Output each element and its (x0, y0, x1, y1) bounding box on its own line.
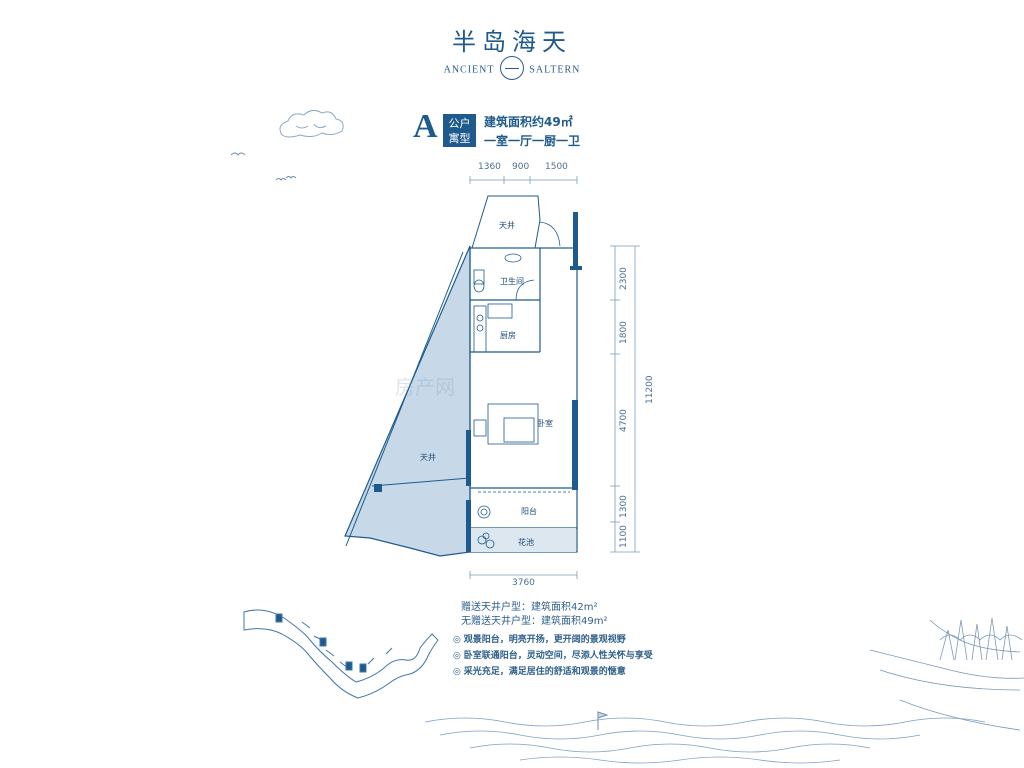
room-bedroom: 卧室 (537, 419, 553, 428)
dim-right-5: 1100 (619, 525, 629, 548)
dim-total-height: 11200 (645, 375, 655, 404)
feature-item: 观景阳台，明亮开扬，更开阔的景观视野 (453, 632, 626, 645)
door-swing (539, 221, 561, 247)
right-dimension-line (610, 245, 640, 553)
room-skywell-side: 天井 (420, 453, 436, 462)
skywell-edge-inner (371, 477, 471, 487)
unit-type-line2: 寓型 (448, 132, 471, 145)
coast-trees-illustration (869, 617, 1024, 731)
unit-type-badge: 公户 寓型 (443, 114, 476, 147)
dim-top-1: 1360 (478, 162, 501, 172)
dim-right-4: 1300 (619, 495, 629, 518)
unit-area: 建筑面积约49㎡ (484, 115, 573, 129)
dim-bottom: 3760 (512, 578, 535, 588)
note-with-skywell: 赠送天井户型：建筑面积42m² (461, 602, 598, 613)
door-swing-bath (515, 279, 535, 301)
unit-layout: 一室一厅一厨一卫 (484, 134, 581, 148)
brand-subtitle-left: ANCIENT (443, 64, 495, 76)
note-without-skywell: 无赠送天井户型：建筑面积49m² (461, 616, 608, 627)
thick-walls (466, 212, 582, 552)
site-map-illustration (243, 609, 439, 699)
column (374, 484, 382, 492)
bottom-dimension-line (469, 571, 578, 579)
dim-right-1: 2300 (619, 267, 629, 290)
dim-right-3: 4700 (619, 409, 629, 432)
top-dimension-line (469, 176, 578, 184)
feature-item: 卧室联通阳台，灵动空间，尽添人性关怀与享受 (453, 648, 653, 661)
brand-title: 半岛海天 (452, 28, 572, 56)
sea-waves (424, 717, 986, 764)
salt-wave-icon (499, 56, 524, 80)
cloud-illustration (279, 109, 344, 138)
room-skywell-top: 天井 (499, 221, 515, 230)
planter-plants (477, 532, 495, 549)
unit-letter: A (413, 108, 438, 145)
room-bathroom: 卫生间 (500, 277, 524, 286)
room-balcony: 阳台 (521, 507, 537, 516)
skywell-side-area (344, 245, 471, 557)
room-planter: 花池 (518, 538, 534, 547)
unit-type-line1: 公户 (448, 117, 471, 130)
feature-item: 采光充足，满足居住的舒适和观景的惬意 (453, 664, 626, 677)
room-kitchen: 厨房 (500, 331, 516, 340)
fixtures (473, 253, 570, 549)
flag-icon (597, 711, 609, 730)
dim-top-3: 1500 (545, 162, 568, 172)
birds-icon (230, 152, 297, 181)
dim-top-2: 900 (512, 162, 530, 172)
skywell-edge (345, 251, 464, 547)
dim-right-2: 1800 (619, 321, 629, 344)
watermark: 房产网 (395, 375, 455, 399)
brand-logo: ANCIENT SALTERN (0, 56, 1024, 82)
brand-subtitle-right: SALTERN (529, 64, 581, 76)
